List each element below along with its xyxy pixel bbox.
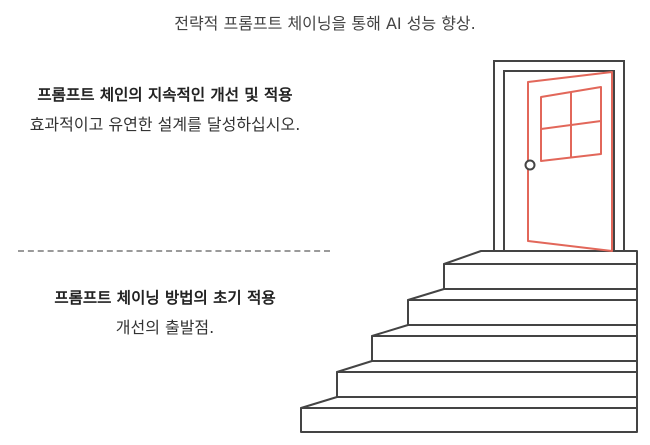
door-window bbox=[540, 86, 602, 162]
stair-step-4-top bbox=[336, 360, 638, 373]
stair-step-3-top bbox=[371, 324, 638, 337]
top-section: 프롬프트 체인의 지속적인 개선 및 적용 효과적이고 유연한 설계를 달성하십… bbox=[0, 85, 330, 136]
stair-step-4-front bbox=[336, 371, 638, 398]
diagram-title: 전략적 프롬프트 체이닝을 통해 AI 성능 향상. bbox=[174, 14, 476, 33]
door-window-horizontal-bar bbox=[540, 120, 602, 130]
stair-step-5-top bbox=[300, 396, 638, 409]
stair-step-1-top bbox=[443, 250, 638, 265]
stair-step-1-front bbox=[443, 263, 638, 290]
door-panel bbox=[527, 71, 613, 252]
stair-step-5-front bbox=[300, 407, 638, 433]
stair-step-2-front bbox=[407, 299, 638, 326]
bottom-section: 프롬프트 체이닝 방법의 초기 적용 개선의 출발점. bbox=[0, 288, 330, 339]
section-divider bbox=[18, 250, 330, 252]
bottom-section-description: 개선의 출발점. bbox=[115, 318, 215, 337]
open-door bbox=[527, 71, 613, 252]
top-section-description: 효과적이고 유연한 설계를 달성하십시오. bbox=[29, 115, 301, 134]
stair-step-3-front bbox=[371, 335, 638, 362]
door-knob-icon bbox=[524, 159, 536, 171]
top-section-heading: 프롬프트 체인의 지속적인 개선 및 적용 bbox=[37, 86, 293, 104]
stairs bbox=[300, 250, 638, 433]
bottom-section-heading: 프롬프트 체이닝 방법의 초기 적용 bbox=[54, 289, 276, 307]
stair-step-2-top bbox=[407, 288, 638, 301]
